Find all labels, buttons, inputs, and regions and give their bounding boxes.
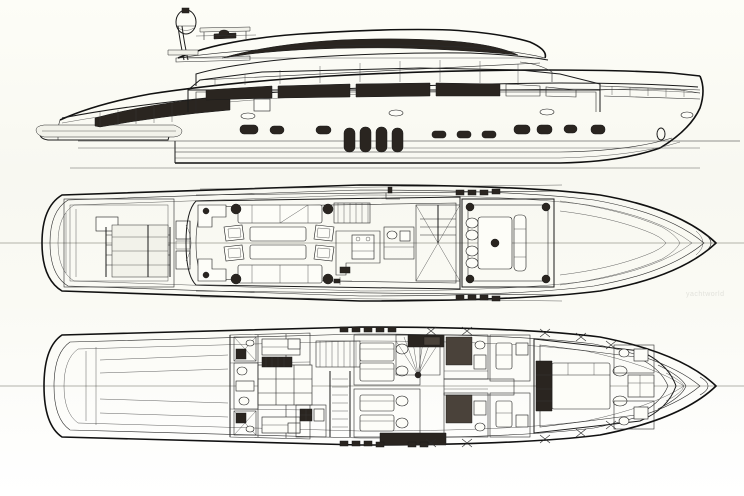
salon-aft-bulkhead: [185, 221, 192, 265]
day-head: [383, 226, 415, 260]
armchair-group: [223, 224, 335, 262]
engine-room-stringers: [99, 354, 229, 418]
deck-hatches-starboard: [455, 188, 501, 196]
main-deckhouse: [187, 67, 601, 112]
lower-bow-tip: [699, 376, 709, 396]
aft-deck-rail: [99, 104, 173, 126]
flybridge-hardtop: [177, 28, 547, 59]
satellite-dome: [175, 7, 197, 35]
flybridge-deck: [195, 52, 549, 86]
aft-lockers: [175, 220, 191, 270]
dining-chairs: [465, 214, 527, 272]
foredeck: [559, 200, 681, 286]
bulwark: [65, 209, 77, 277]
vip-cabin: [443, 334, 531, 438]
forepeak: [657, 364, 687, 410]
swim-platform: [35, 124, 183, 138]
laundry: [295, 404, 327, 438]
dining-enclosure: [461, 198, 555, 288]
profile-view: [0, 0, 744, 175]
mast-spreader: [167, 49, 251, 63]
staircase-flybridge: [333, 202, 371, 224]
maindeck-hull-outline: [41, 184, 718, 302]
corridor: [329, 371, 351, 437]
guest-cabin-twin-starboard: [353, 334, 421, 386]
guest-cabin-twin-port: [353, 388, 421, 438]
crew-berths-port: [261, 416, 301, 434]
master-head: [613, 344, 655, 430]
hull-hatch-row-top: [339, 326, 397, 333]
galley: [335, 230, 381, 276]
salon-sofa-starboard: [230, 203, 334, 224]
radar-mast: [176, 25, 196, 61]
guest-head-port: [443, 388, 489, 438]
radar-antenna: [195, 26, 257, 40]
master-wardrobe: [535, 360, 553, 412]
crew-head: [233, 362, 259, 410]
crew-cabin-port: [233, 410, 257, 436]
hull-hatch-row-bottom: [339, 440, 429, 448]
staircase-main: [415, 204, 461, 282]
lowerdeck-view: [0, 305, 744, 496]
deck-hatches-port: [455, 294, 501, 302]
hull-profile-outline: [39, 69, 704, 164]
aft-sunpad: [111, 224, 169, 278]
crew-cabin-starboard: [233, 336, 257, 362]
guest-head-starboard: [443, 334, 489, 380]
salon-sofa-port: [230, 264, 334, 285]
watermark-text: yachtworld: [686, 291, 725, 298]
bow-tip: [695, 230, 712, 256]
crew-berths-starboard: [261, 338, 301, 356]
flybridge-windscreen: [519, 61, 553, 82]
dining-table: [477, 216, 513, 270]
hull-vents: [431, 130, 497, 139]
deck-x-marks: [425, 326, 617, 448]
coffee-table-port: [249, 244, 307, 260]
master-bed: [551, 362, 628, 410]
anchor-hawse: [656, 127, 666, 141]
waterline: [78, 140, 740, 149]
hull-windows: [239, 124, 606, 135]
salon-corner-cabinets: [197, 204, 227, 282]
side-deck-port: [195, 290, 563, 302]
maindeck-view: [0, 165, 744, 315]
salon-dimension-ticks: [333, 277, 352, 285]
main-deck-portholes: [240, 108, 694, 120]
vanity-desk: [627, 374, 655, 398]
companionway-stairs-crew: [315, 340, 361, 368]
main-deck-rail: [599, 85, 701, 100]
helm-console: [385, 186, 400, 200]
crew-mess: [257, 356, 313, 406]
coffee-table-starboard: [249, 226, 307, 242]
hull-window-group-tall: [343, 126, 404, 153]
foredeck-nose: [599, 88, 701, 94]
deck-hatch: [253, 98, 271, 112]
